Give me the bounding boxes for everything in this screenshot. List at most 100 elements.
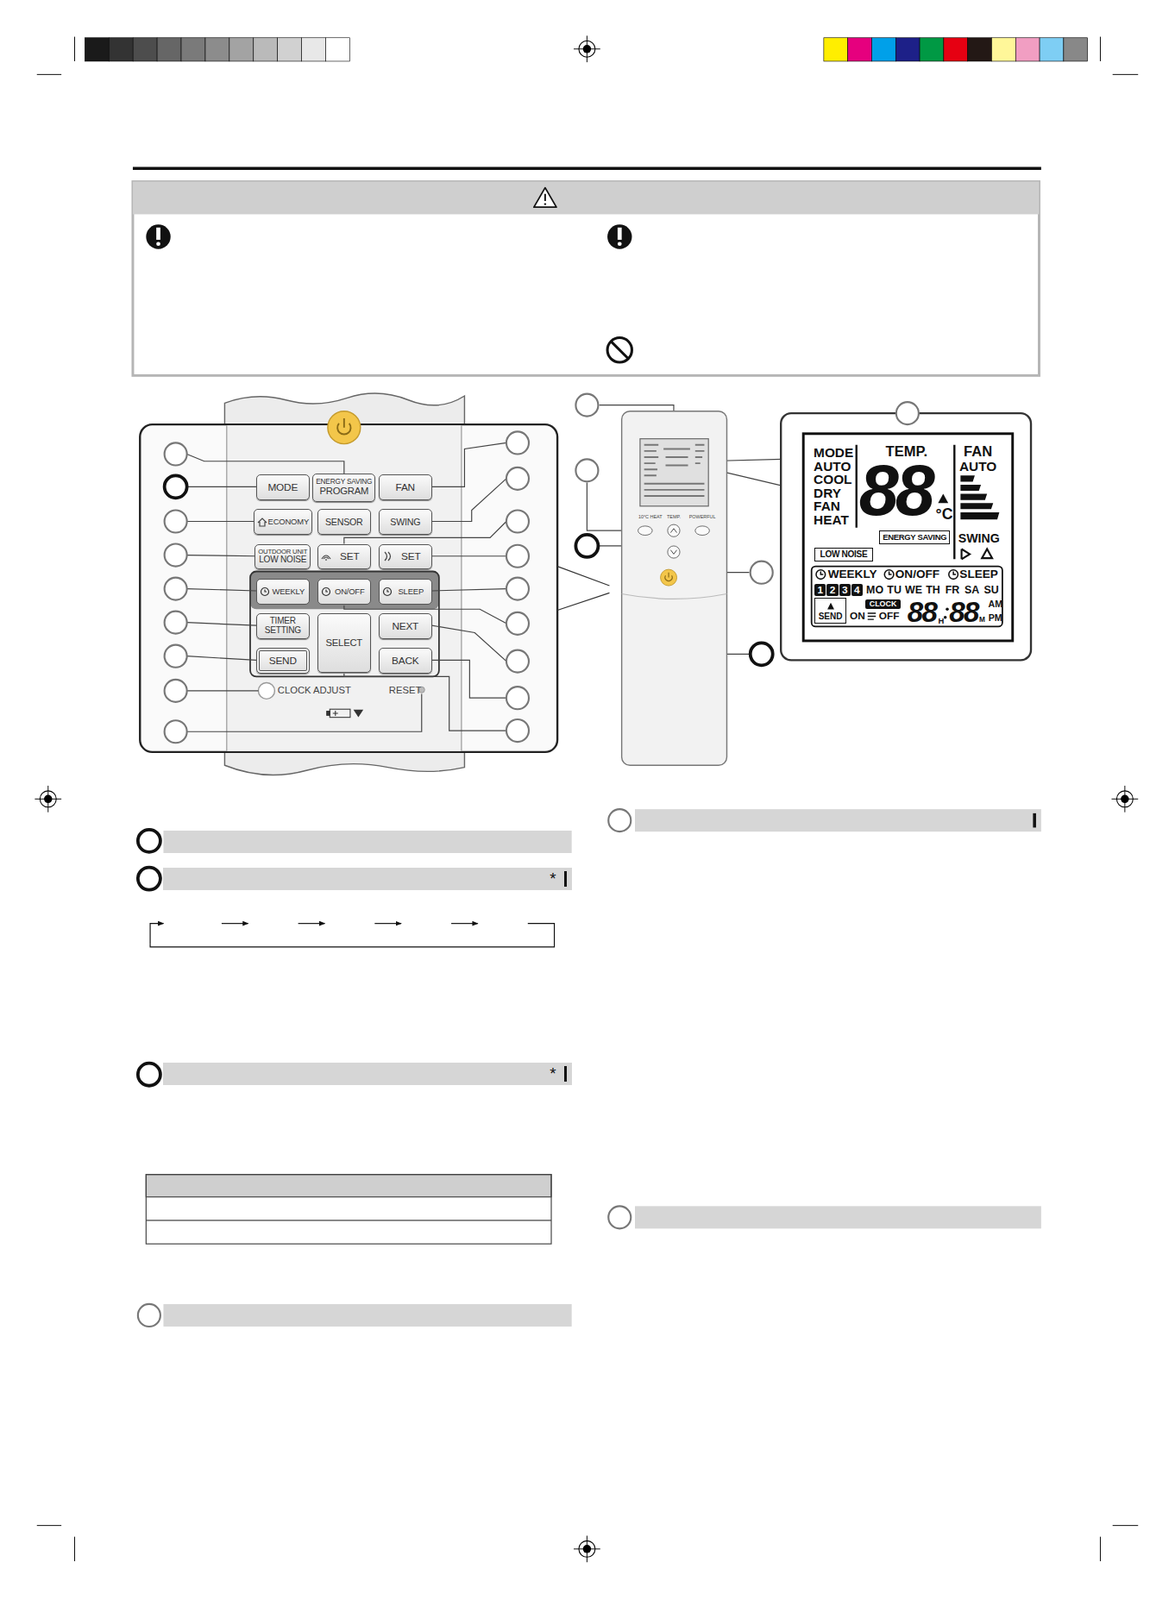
lcd-indicator: 2 xyxy=(826,584,838,597)
node-text: FAN xyxy=(395,482,415,493)
color-bar xyxy=(108,37,133,62)
callout-circle xyxy=(164,645,188,668)
node-text: WEEKLY xyxy=(272,587,306,597)
section-band: * xyxy=(163,867,572,891)
lcd-text: ON/OFF xyxy=(895,568,940,581)
node-text: LOW NOISE xyxy=(258,555,307,566)
mode-cycle-bracket xyxy=(150,923,554,948)
leader-line xyxy=(432,625,507,661)
section-band xyxy=(634,1206,1042,1229)
lcd-text: 88 xyxy=(948,597,979,627)
callout-circle xyxy=(506,510,529,534)
leader-line xyxy=(344,672,507,731)
power-button xyxy=(327,411,361,445)
section-band xyxy=(163,1304,572,1327)
color-bar xyxy=(991,37,1016,62)
leader-line xyxy=(187,589,257,591)
remote-button: SWING xyxy=(378,508,433,535)
color-bar xyxy=(943,37,968,62)
warning-box xyxy=(611,341,629,359)
lcd-text: HEAT xyxy=(813,513,849,527)
lcd-zoom xyxy=(960,512,1000,520)
callout-circle xyxy=(506,686,529,710)
node-text: CLOCK xyxy=(869,600,898,609)
callout-circle xyxy=(164,510,188,534)
lcd-indicator: LOW NOISE xyxy=(814,547,873,561)
remote-button: SET xyxy=(317,544,371,571)
color-bar xyxy=(895,37,920,62)
color-bar xyxy=(253,37,278,62)
remote-right xyxy=(667,524,680,537)
warning-box xyxy=(156,241,161,246)
node-text: ENERGY SAVING xyxy=(882,533,947,542)
remote-button: OUTDOOR UNITLOW NOISE xyxy=(254,544,311,571)
color-bar xyxy=(871,37,896,62)
remote-label: 10°C HEAT xyxy=(638,515,663,520)
remote-button: SET xyxy=(378,544,433,571)
node-text: BACK xyxy=(391,655,419,667)
node-text: 2 xyxy=(829,584,836,596)
button-icon xyxy=(322,587,331,596)
warning-box xyxy=(617,227,623,240)
callout-circle xyxy=(608,809,631,832)
node-text: ON/OFF xyxy=(334,587,365,597)
lcd-zoom xyxy=(960,484,981,491)
registration-mark xyxy=(573,35,601,63)
warning-box xyxy=(132,182,1040,377)
callout-circle xyxy=(164,611,188,635)
lcd-text: ON xyxy=(849,611,866,623)
warning-box xyxy=(534,188,557,208)
button-icon xyxy=(382,551,393,562)
button-icon xyxy=(384,552,391,561)
registration-mark xyxy=(1111,785,1138,813)
callout-circle xyxy=(750,561,773,585)
leader-line xyxy=(187,693,422,732)
mode-cycle-bracket xyxy=(150,923,164,945)
leader-line xyxy=(187,622,257,627)
remote-label: RESET xyxy=(389,685,421,696)
remote-label: CLOCK ADJUST xyxy=(277,685,352,696)
lcd-indicator: SEND xyxy=(814,597,847,624)
table-grid xyxy=(145,1219,552,1221)
node-text: SENSOR xyxy=(325,517,364,528)
callout-circle xyxy=(164,679,188,703)
callout-circle xyxy=(575,394,598,417)
node-text: TIMER SETTING xyxy=(260,616,306,635)
leader-line xyxy=(599,405,674,412)
lcd-text: FAN xyxy=(813,499,841,513)
lcd-text: AM xyxy=(987,599,1003,610)
remote-right xyxy=(695,526,711,536)
color-bar xyxy=(181,37,206,62)
top-rule xyxy=(132,168,1042,170)
node-text: SWING xyxy=(389,517,421,528)
button-icon xyxy=(261,587,270,596)
section-band xyxy=(634,809,1042,832)
lcd-zoom xyxy=(960,475,975,482)
remote-button: FAN xyxy=(378,474,433,501)
node-text: 3 xyxy=(841,584,849,596)
remote-right xyxy=(660,569,678,586)
remote-button: ECONOMY xyxy=(253,508,313,535)
remote-right xyxy=(665,572,673,582)
remote-right xyxy=(670,550,677,555)
lcd-zoom xyxy=(780,413,1031,660)
lcd-text: COOL xyxy=(813,472,852,486)
section-band: * xyxy=(163,1062,572,1086)
button-icon xyxy=(382,586,393,597)
color-bar xyxy=(967,37,993,62)
leader-line xyxy=(187,453,345,473)
callout-circle xyxy=(506,467,529,491)
lcd-text: PM xyxy=(988,613,1003,623)
lcd-indicator: ENERGY SAVING xyxy=(879,530,950,544)
power-button xyxy=(337,418,351,435)
callout-circle xyxy=(506,719,529,742)
node-text: MODE xyxy=(267,482,298,493)
button-icon xyxy=(257,516,268,528)
lcd-text: AUTO xyxy=(959,459,997,473)
callout-circle xyxy=(164,544,188,567)
remote-right xyxy=(640,439,709,507)
lcd-text: 88 xyxy=(907,597,937,627)
remote-button: MODE xyxy=(256,474,310,501)
callout-circle xyxy=(506,578,529,601)
